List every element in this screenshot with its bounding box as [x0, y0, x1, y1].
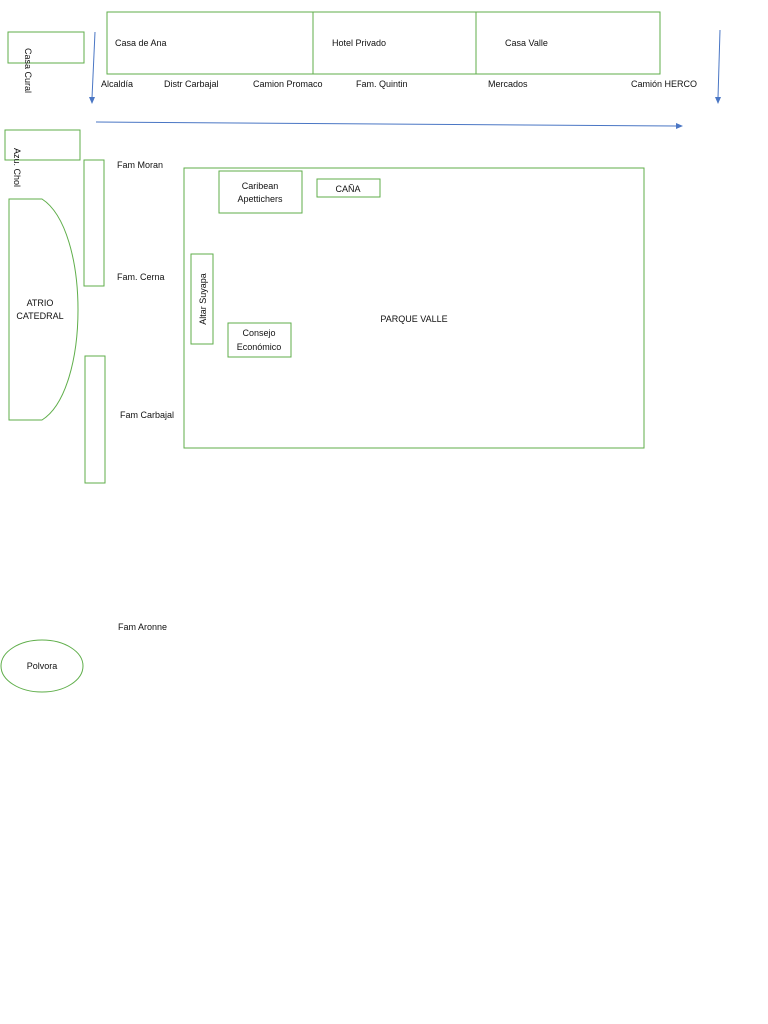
atrio-catedral-label-line2: CATEDRAL — [16, 311, 63, 321]
label-fam-aronne: Fam Aronne — [118, 622, 167, 632]
building-hotel-privado-label: Hotel Privado — [332, 38, 386, 48]
cana-label: CAÑA — [335, 184, 360, 194]
street-label-camion-promaco: Camion Promaco — [253, 79, 323, 89]
caribean-label-line2: Apettichers — [237, 194, 283, 204]
altar-suyapa-label: Altar Suyapa — [198, 273, 208, 325]
caribean-label-line1: Caribean — [242, 181, 279, 191]
label-fam-cerna: Fam. Cerna — [117, 272, 165, 282]
azu-chol: Azu. Chol — [4, 129, 81, 187]
arrow-horizontal — [95, 121, 677, 127]
label-fam-carbajal: Fam Carbajal — [120, 410, 174, 420]
cana-box — [316, 178, 381, 198]
altar-suyapa-box — [190, 253, 214, 345]
block-fam-moran — [83, 159, 105, 287]
building-casa-valle-label: Casa Valle — [505, 38, 548, 48]
street-label-mercados: Mercados — [488, 79, 528, 89]
consejo-label-line2: Económico — [237, 342, 282, 352]
street-label-distr-carbajal: Distr Carbajal — [164, 79, 219, 89]
polvora-ellipse — [0, 639, 84, 693]
arrow-right-down-head — [715, 97, 721, 104]
arrow-right-down — [717, 29, 721, 99]
top-building-row: Casa de Ana Hotel Privado Casa Valle — [106, 11, 661, 75]
atrio-catedral: ATRIO CATEDRAL — [8, 198, 79, 421]
arrow-left-down — [91, 31, 96, 99]
azu-chol-label: Azu. Chol — [12, 148, 22, 187]
atrio-catedral-label-line1: ATRIO — [27, 298, 54, 308]
casa-cural: Casa Cural — [7, 31, 85, 93]
casa-cural-box — [7, 31, 85, 64]
direction-arrows — [89, 29, 721, 129]
family-labels: Fam Moran Fam. Cerna Fam Carbajal Fam Ar… — [117, 160, 174, 632]
arrow-horizontal-head — [676, 123, 683, 129]
consejo-label-line1: Consejo — [242, 328, 275, 338]
block-fam-carbajal — [84, 355, 106, 484]
street-label-fam-quintin: Fam. Quintin — [356, 79, 408, 89]
caribean-apettichers-box — [218, 170, 303, 214]
parque-valle-outline — [183, 167, 645, 449]
street-label-alcaldia: Alcaldía — [101, 79, 133, 89]
consejo-economico-box — [227, 322, 292, 358]
polvora: Polvora — [0, 639, 84, 693]
street-label-camion-herco: Camión HERCO — [631, 79, 697, 89]
casa-cural-label: Casa Cural — [23, 48, 33, 93]
atrio-catedral-shape — [8, 198, 79, 421]
street-labels: Alcaldía Distr Carbajal Camion Promaco F… — [101, 79, 697, 89]
building-casa-de-ana-label: Casa de Ana — [115, 38, 167, 48]
arrow-left-down-head — [89, 97, 95, 104]
parque-valle: PARQUE VALLE Caribean Apettichers CAÑA A… — [183, 167, 645, 449]
parque-valle-label: PARQUE VALLE — [380, 314, 447, 324]
azu-chol-box — [4, 129, 81, 161]
label-fam-moran: Fam Moran — [117, 160, 163, 170]
polvora-label: Polvora — [27, 661, 58, 671]
top-building-row-outline — [106, 11, 661, 75]
